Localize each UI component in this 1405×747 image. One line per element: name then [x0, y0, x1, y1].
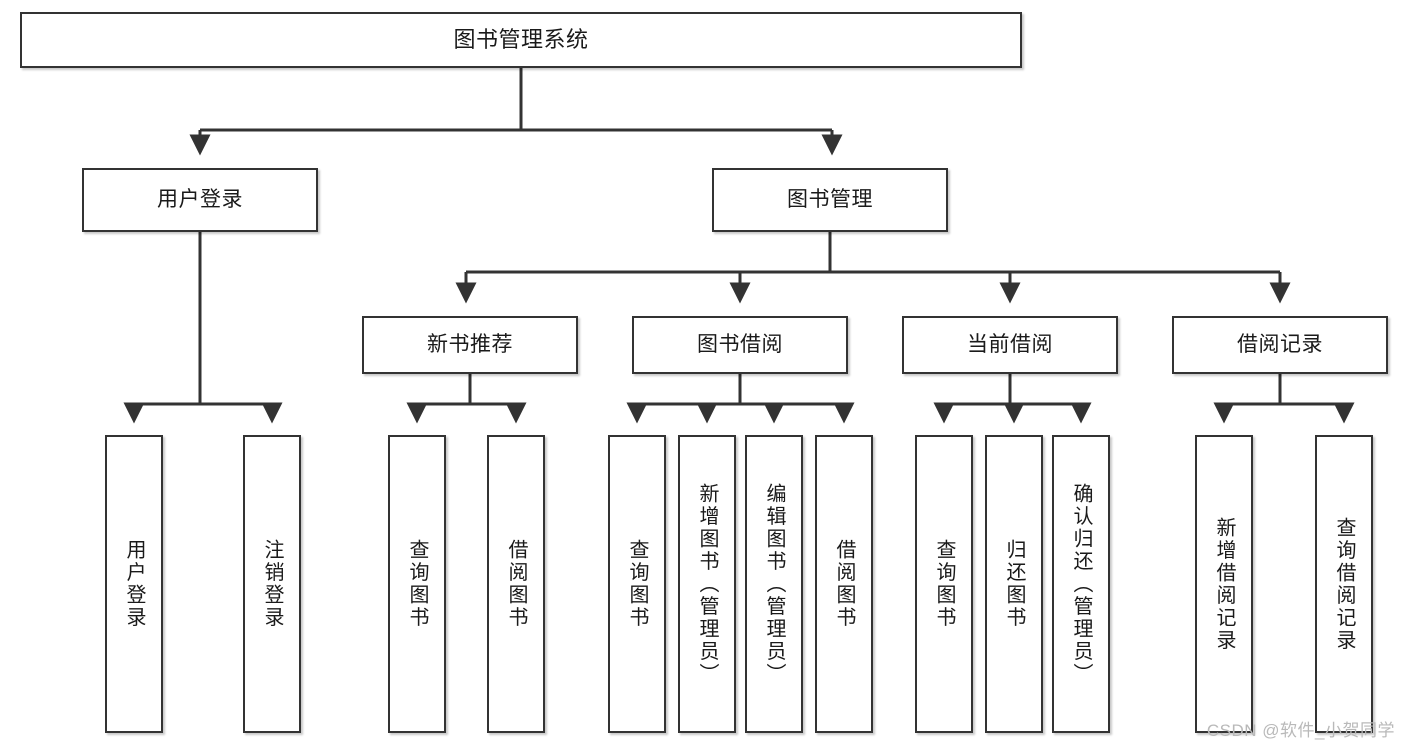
node-leaf-query-borrow-record-label: 查询借阅记录 — [1333, 516, 1355, 652]
node-root-label: 图书管理系统 — [453, 26, 589, 52]
node-leaf-edit-book-admin[interactable]: 编辑图书（管理员） — [745, 435, 803, 733]
node-leaf-user-logout-label: 注销登录 — [261, 539, 283, 629]
node-leaf-borrow-book-label: 借阅图书 — [833, 539, 855, 629]
node-current-borrow-label: 当前借阅 — [967, 333, 1053, 357]
node-leaf-confirm-return-admin-label: 确认归还（管理员） — [1070, 482, 1092, 686]
node-leaf-confirm-return-admin[interactable]: 确认归还（管理员） — [1052, 435, 1110, 733]
node-book-manage[interactable]: 图书管理 — [712, 168, 948, 232]
node-book-borrow-label: 图书借阅 — [697, 333, 783, 357]
node-leaf-add-borrow-record-label: 新增借阅记录 — [1213, 516, 1235, 652]
node-leaf-user-login[interactable]: 用户登录 — [105, 435, 163, 733]
watermark: CSDN @软件_小贺同学 — [1206, 721, 1395, 740]
node-user-login-label: 用户登录 — [157, 188, 243, 212]
node-leaf-user-login-label: 用户登录 — [123, 539, 145, 629]
node-leaf-return-book[interactable]: 归还图书 — [985, 435, 1043, 733]
node-leaf-add-book-admin-label: 新增图书（管理员） — [696, 482, 718, 686]
node-leaf-edit-book-admin-label: 编辑图书（管理员） — [763, 482, 785, 686]
node-leaf-query-borrow-record[interactable]: 查询借阅记录 — [1315, 435, 1373, 733]
node-borrow-record-label: 借阅记录 — [1237, 333, 1323, 357]
node-user-login[interactable]: 用户登录 — [82, 168, 318, 232]
node-leaf-query-book-current-label: 查询图书 — [933, 539, 955, 629]
node-leaf-borrow-book[interactable]: 借阅图书 — [815, 435, 873, 733]
node-leaf-borrow-book-rec[interactable]: 借阅图书 — [487, 435, 545, 733]
node-leaf-query-book-rec-label: 查询图书 — [406, 539, 428, 629]
node-leaf-add-borrow-record[interactable]: 新增借阅记录 — [1195, 435, 1253, 733]
node-new-book-recommend[interactable]: 新书推荐 — [362, 316, 578, 374]
node-borrow-record[interactable]: 借阅记录 — [1172, 316, 1388, 374]
node-leaf-borrow-book-rec-label: 借阅图书 — [505, 539, 527, 629]
node-leaf-query-book-current[interactable]: 查询图书 — [915, 435, 973, 733]
node-new-book-recommend-label: 新书推荐 — [427, 333, 513, 357]
node-leaf-query-book-borrow-label: 查询图书 — [626, 539, 648, 629]
node-leaf-return-book-label: 归还图书 — [1003, 539, 1025, 629]
node-leaf-add-book-admin[interactable]: 新增图书（管理员） — [678, 435, 736, 733]
node-root[interactable]: 图书管理系统 — [20, 12, 1022, 68]
node-book-borrow[interactable]: 图书借阅 — [632, 316, 848, 374]
node-leaf-query-book-borrow[interactable]: 查询图书 — [608, 435, 666, 733]
node-leaf-user-logout[interactable]: 注销登录 — [243, 435, 301, 733]
node-leaf-query-book-rec[interactable]: 查询图书 — [388, 435, 446, 733]
node-current-borrow[interactable]: 当前借阅 — [902, 316, 1118, 374]
node-book-manage-label: 图书管理 — [787, 188, 873, 212]
